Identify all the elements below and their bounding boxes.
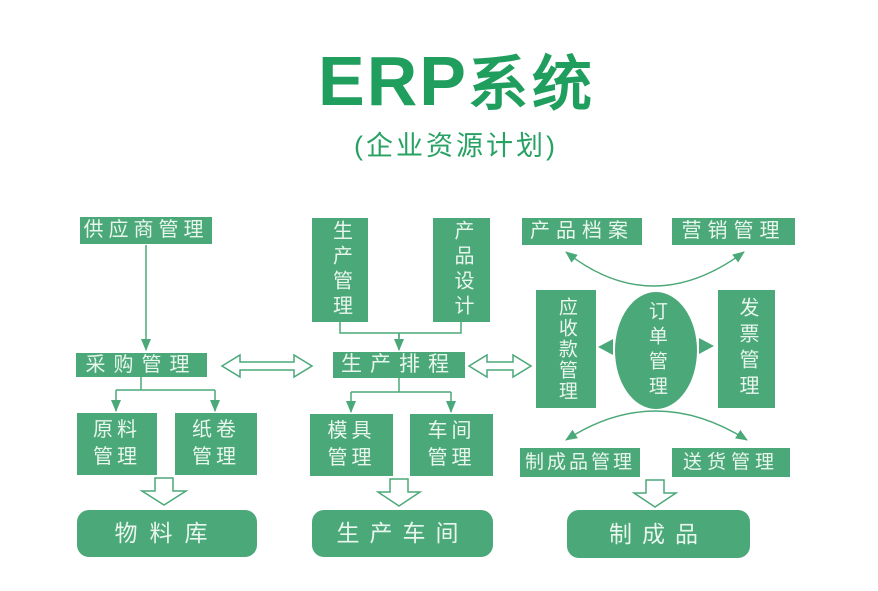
node-workshop-mgmt: 车间 管理 — [410, 414, 493, 476]
node-invoice: 发票管理 — [718, 290, 775, 408]
connector-merge-scheduling — [339, 322, 462, 338]
node-receivables: 应收款管理 — [536, 290, 596, 408]
node-mold-mgmt: 模具 管理 — [310, 414, 393, 476]
block-arrow-to-finished-goods — [631, 479, 679, 508]
node-material-warehouse: 物料库 — [77, 510, 257, 557]
node-scheduling: 生产排程 — [333, 352, 465, 378]
connector-scheduling-branch — [351, 378, 451, 393]
node-purchasing: 采购管理 — [76, 353, 207, 377]
block-arrow-to-material-warehouse — [139, 477, 189, 506]
node-raw-material: 原料 管理 — [77, 413, 157, 475]
page-subtitle: (企业资源计划) — [354, 131, 558, 161]
node-product-design: 产品设计 — [433, 218, 490, 322]
arc-order-archive-marketing — [565, 251, 745, 287]
arc-order-finishedgoods-delivery — [565, 410, 748, 441]
double-arrow-purchasing-scheduling — [220, 353, 314, 379]
node-finished-goods: 制成品 — [567, 510, 750, 558]
connector-purchasing-branch — [116, 377, 215, 391]
block-arrow-to-production-workshop — [375, 478, 423, 507]
title-cjk: 系统 — [467, 51, 596, 118]
arrow-order-invoice — [699, 338, 714, 354]
node-supplier: 供应商管理 — [80, 217, 212, 244]
arrow-order-receivables — [598, 339, 613, 355]
node-order-mgmt: 订单管理 — [615, 292, 697, 409]
node-paper-roll: 纸卷 管理 — [175, 413, 257, 475]
node-production-mgmt: 生产管理 — [312, 218, 368, 322]
title-latin: ERP — [318, 42, 468, 120]
double-arrow-scheduling-receivables — [467, 353, 533, 379]
page-title: ERP系统 — [318, 36, 596, 123]
node-delivery: 送货管理 — [672, 448, 790, 477]
node-product-archive: 产品档案 — [522, 218, 642, 245]
node-finished-goods-mgmt: 制成品管理 — [520, 448, 640, 477]
node-production-workshop: 生产车间 — [312, 510, 493, 557]
node-marketing: 营销管理 — [672, 218, 795, 245]
